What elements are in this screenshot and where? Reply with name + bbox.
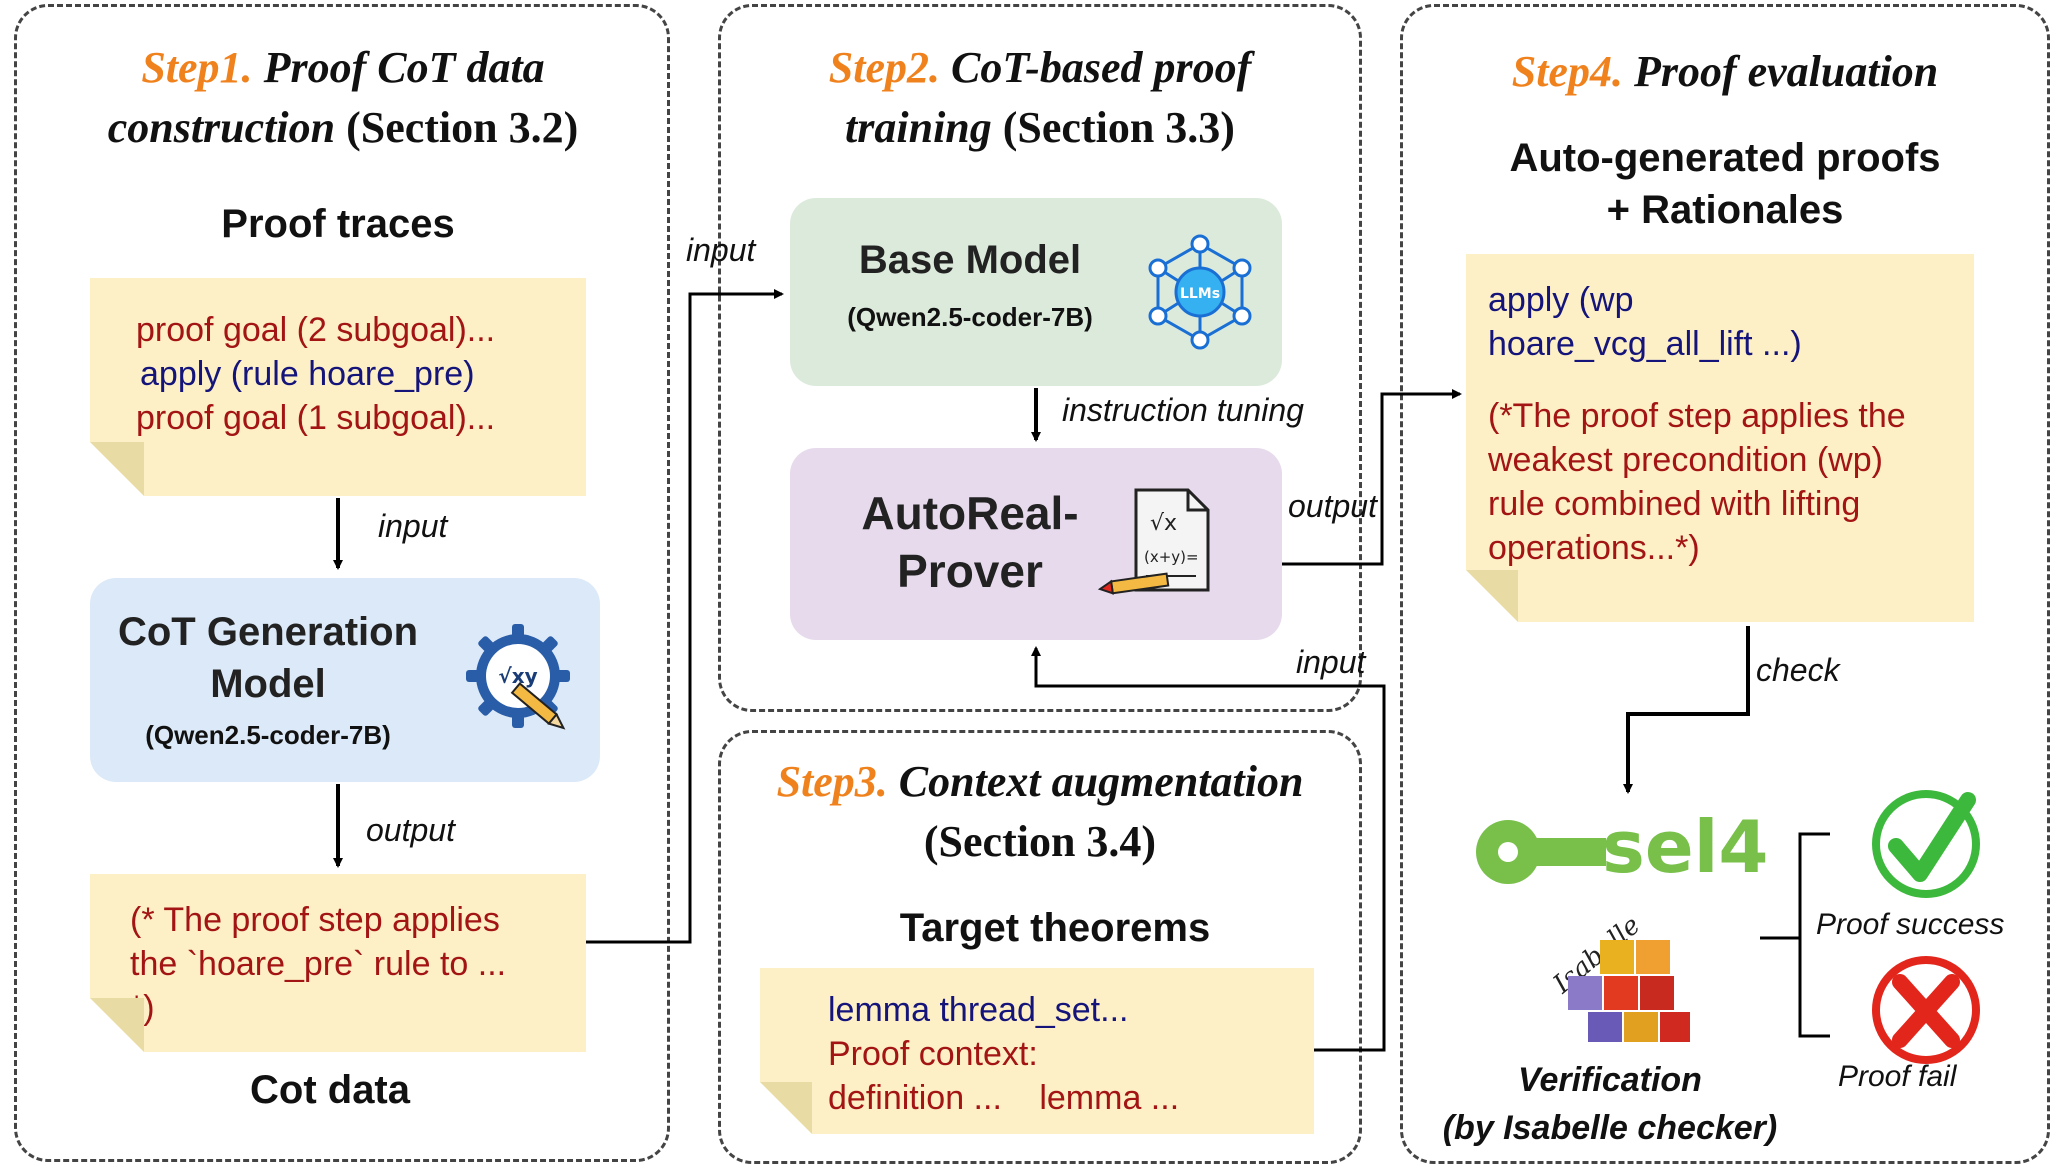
auto-generated-line2: + Rationales: [1606, 188, 1844, 232]
target-line-defs: definition ... lemma ...: [828, 1076, 1314, 1120]
trace-line: proof goal (1 subgoal)...: [136, 399, 496, 437]
cot-model-title: CoT Generation Model: [100, 606, 436, 710]
prover-title-line2: Prover: [897, 545, 1043, 597]
step4-title: Step4. Proof evaluation: [1412, 42, 2038, 102]
step1-title: Step1. Proof CoT data construction (Sect…: [30, 38, 656, 158]
cot-model-subtitle: (Qwen2.5-coder-7B): [145, 720, 391, 750]
step1-label: Step1.: [141, 43, 253, 92]
step4-title-italic: Proof evaluation: [1633, 47, 1939, 96]
target-line-lemma-more: lemma ...: [1039, 1079, 1180, 1117]
step1-title-section: (Section 3.2): [346, 103, 579, 152]
target-theorems-heading: Target theorems: [899, 906, 1211, 950]
step4-panel: [1400, 4, 2050, 1164]
step2-input2-label: input: [1296, 644, 1366, 680]
cot-note-line: *): [130, 989, 155, 1027]
proof-fail-label: Proof fail: [1838, 1060, 1957, 1093]
trace-line: proof goal (2 subgoal)...: [136, 311, 496, 349]
auto-generated-line1: Auto-generated proofs: [1509, 136, 1941, 180]
target-line-context: Proof context:: [828, 1035, 1038, 1073]
step3-label: Step3.: [776, 757, 888, 806]
base-model-title: Base Model: [858, 238, 1082, 282]
check-label: check: [1756, 652, 1840, 688]
step2-label: Step2.: [828, 43, 940, 92]
proof-traces-note: proof goal (2 subgoal)... apply (rule ho…: [90, 278, 586, 496]
step1-output-label: output: [366, 812, 455, 848]
instruction-tuning-label: instruction tuning: [1062, 392, 1304, 428]
auto-generated-heading: Auto-generated proofs + Rationales: [1440, 132, 2010, 236]
rationale-comment-line: operations...*): [1488, 529, 1700, 567]
cot-generation-model-box: CoT Generation Model (Qwen2.5-coder-7B): [90, 578, 600, 782]
verification-line2: (by Isabelle checker): [1442, 1109, 1778, 1147]
target-line-lemma: lemma thread_set...: [828, 991, 1129, 1029]
target-line-definition: definition ...: [828, 1079, 1002, 1117]
step3-title-italic: Context augmentation: [898, 757, 1304, 806]
rationale-comment-line: weakest precondition (wp): [1488, 441, 1883, 479]
step3-title-section: (Section 3.4): [923, 817, 1157, 866]
trace-line: apply (rule hoare_pre): [140, 355, 475, 393]
rationale-code-line: apply (wp: [1488, 281, 1634, 319]
prover-title-line1: AutoReal-: [861, 487, 1079, 539]
cot-model-title-line2: Model: [210, 662, 326, 706]
step2-title-italic-1: CoT-based proof: [950, 43, 1252, 92]
target-theorems-note: lemma thread_set... Proof context: defin…: [760, 968, 1314, 1134]
rationale-comment-line: rule combined with lifting: [1488, 485, 1861, 523]
base-model-subtitle: (Qwen2.5-coder-7B): [847, 302, 1093, 332]
step1-input-label: input: [378, 508, 448, 544]
step1-title-italic: Proof CoT data construction: [107, 43, 545, 152]
base-model-box: Base Model (Qwen2.5-coder-7B): [790, 198, 1282, 386]
proof-traces-heading: Proof traces: [221, 202, 455, 246]
step2-title-section: (Section 3.3): [1002, 103, 1235, 152]
cot-model-title-line1: CoT Generation: [117, 610, 419, 654]
step2-title-italic-2: training: [845, 103, 992, 152]
rationale-comment-line: (*The proof step applies the: [1488, 397, 1906, 435]
cot-note-line: (* The proof step applies: [130, 901, 500, 939]
proof-success-label: Proof success: [1816, 908, 2005, 941]
verification-caption: Verification (by Isabelle checker): [1410, 1056, 1810, 1152]
autoreal-prover-box: AutoReal- Prover: [790, 448, 1282, 640]
rationale-code-line: hoare_vcg_all_lift ...): [1488, 325, 1802, 363]
cot-data-note: (* The proof step applies the `hoare_pre…: [90, 874, 586, 1052]
cot-note-line: the `hoare_pre` rule to ...: [130, 945, 507, 983]
step4-label: Step4.: [1511, 47, 1623, 96]
cot-data-heading: Cot data: [250, 1068, 410, 1112]
verification-line1: Verification: [1518, 1061, 1702, 1099]
step3-title: Step3. Context augmentation (Section 3.4…: [730, 752, 1350, 872]
step2-output-label: output: [1288, 488, 1377, 524]
prover-title: AutoReal- Prover: [810, 484, 1130, 600]
step2-input-label: input: [686, 232, 756, 268]
step2-title: Step2. CoT-based proof training (Section…: [730, 38, 1350, 158]
rationale-note: apply (wp hoare_vcg_all_lift ...) (*The …: [1466, 254, 1974, 622]
